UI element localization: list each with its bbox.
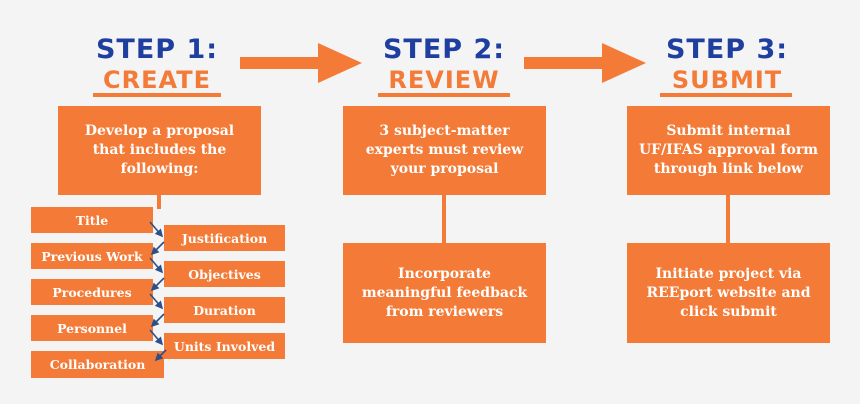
step-2-number: STEP 2:	[382, 34, 506, 65]
step-3-connector	[726, 195, 730, 243]
step-2-box-top: 3 subject-matter experts must review you…	[343, 106, 546, 195]
proposal-item-procedures: Procedures	[31, 279, 153, 305]
step-3-word: SUBMIT	[671, 66, 783, 94]
step-1-box: Develop a proposal that includes the fol…	[58, 106, 261, 195]
arrow-step1-to-step2	[240, 43, 362, 83]
arrow-justification-to-previous-work	[150, 241, 165, 256]
step-1-number: STEP 1:	[95, 34, 219, 65]
arrow-duration-to-personnel	[150, 313, 165, 328]
proposal-item-objectives: Objectives	[164, 261, 285, 287]
arrow-title-to-justification	[149, 221, 164, 238]
arrow-objectives-to-procedures	[150, 277, 165, 292]
step-1-underline	[93, 93, 221, 97]
step-2-word: REVIEW	[388, 66, 500, 94]
step-2-connector	[442, 195, 446, 243]
step-2-underline	[378, 93, 510, 97]
proposal-item-collaboration: Collaboration	[31, 351, 164, 378]
arrow-previous-work-to-objectives	[149, 257, 164, 274]
step-3-box-top: Submit internal UF/IFAS approval form th…	[627, 106, 830, 195]
proposal-item-title: Title	[31, 207, 153, 233]
arrow-personnel-to-units-involved	[149, 329, 164, 346]
step-3-underline	[660, 93, 792, 97]
step-3-number: STEP 3:	[665, 34, 789, 65]
proposal-item-personnel: Personnel	[31, 315, 153, 341]
arrow-step2-to-step3	[524, 43, 646, 83]
proposal-item-previous-work: Previous Work	[31, 243, 153, 269]
step-1-connector	[157, 195, 161, 209]
step-2-box-bottom: Incorporate meaningful feedback from rev…	[343, 243, 546, 343]
proposal-item-duration: Duration	[164, 297, 285, 323]
proposal-item-justification: Justification	[164, 225, 285, 251]
proposal-item-units-involved: Units Involved	[164, 333, 285, 359]
arrow-procedures-to-duration	[149, 293, 164, 310]
arrow-units-involved-to-collaboration	[154, 349, 167, 362]
step-1-word: CREATE	[103, 66, 211, 94]
step-3-box-bottom: Initiate project via REEport website and…	[627, 243, 830, 343]
